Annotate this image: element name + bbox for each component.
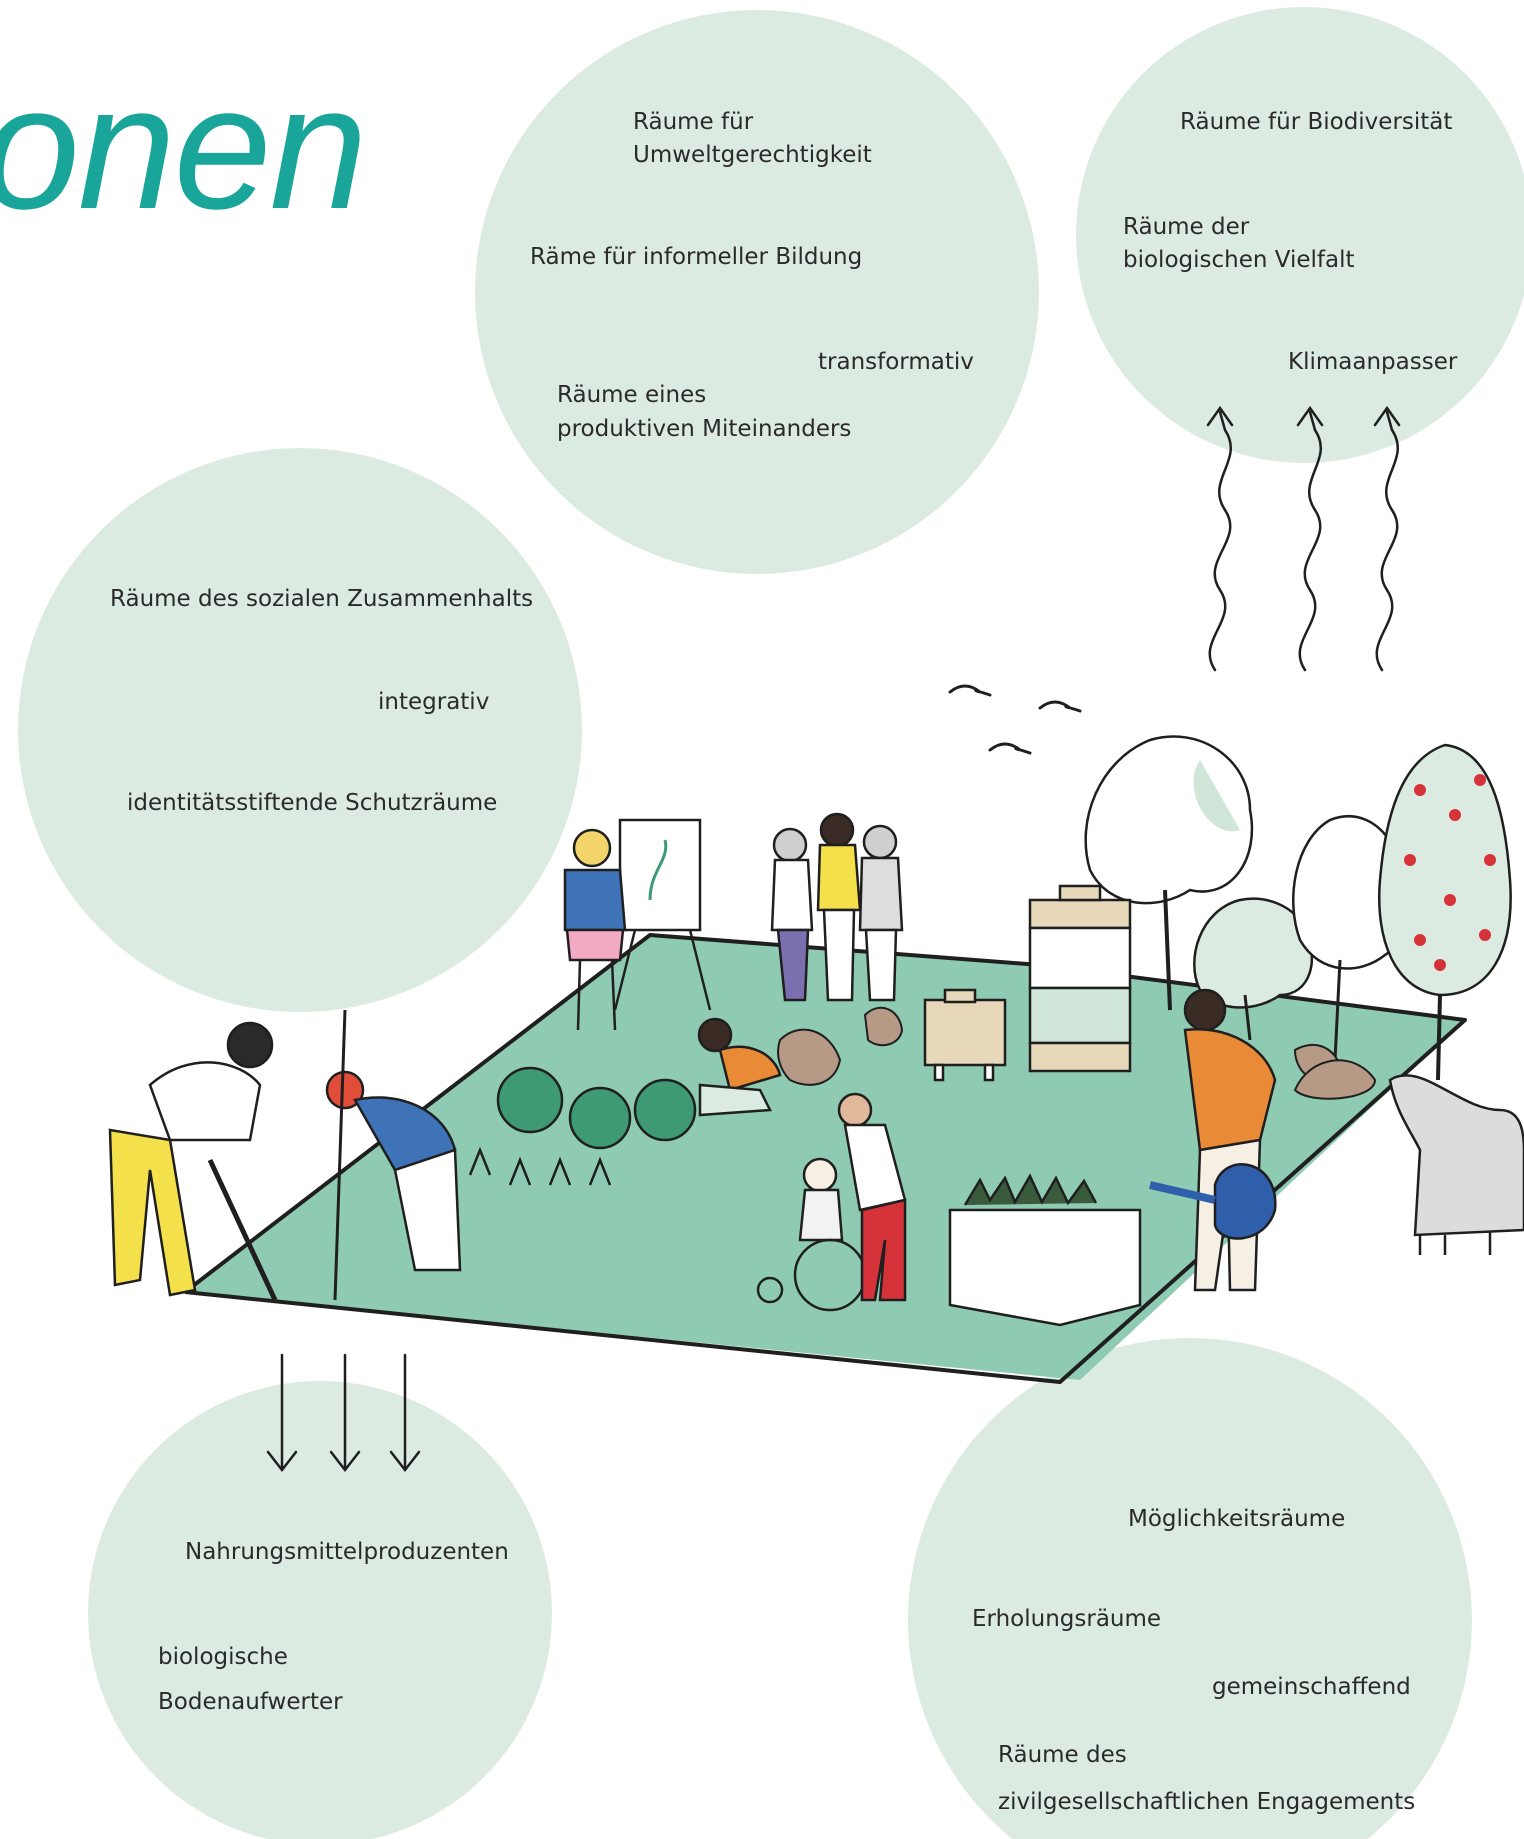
circle-moeglichkeitsraeume <box>908 1338 1472 1839</box>
mole-hill-icon <box>1293 1059 1377 1100</box>
label-vielfalt-line1: Räume der <box>1123 214 1250 240</box>
circle-biodiversitaet <box>1076 7 1524 463</box>
beehive-small-icon <box>923 988 1007 1082</box>
label-integrativ: integrativ <box>378 689 490 715</box>
label-transformativ: transformativ <box>818 349 974 375</box>
tree-left-icon <box>1084 735 1254 1011</box>
label-moeglichkeitsraeume: Möglichkeitsräume <box>1128 1506 1346 1532</box>
label-umwelt-line2: Umweltgerechtigkeit <box>633 142 872 168</box>
down-arrows-icon <box>266 1353 421 1473</box>
label-biodiversitaet: Räume für Biodiversität <box>1180 109 1453 135</box>
person-planting-icon <box>325 1009 462 1301</box>
label-erholungsraeume: Erholungsräume <box>972 1606 1162 1632</box>
person-standing-flipchart-icon <box>563 828 627 1031</box>
tree-right-icon <box>1292 815 1407 1061</box>
apple-tree-icon <box>1378 743 1512 1081</box>
label-informelle-bildung: Räme für informeller Bildung <box>530 244 863 270</box>
label-vielfalt-line2: biologischen Vielfalt <box>1123 247 1355 273</box>
beehive-tall-icon <box>1028 884 1132 1073</box>
person-watering-icon <box>1149 988 1277 1292</box>
label-sozialer-zusammenhalt: Räume des sozialen Zusammenhalts <box>110 586 534 612</box>
goat-icon <box>1388 1074 1524 1255</box>
label-zivil-line2: zivilgesellschaftlichen Engagements <box>998 1789 1416 1815</box>
group-people-icon <box>770 812 904 1002</box>
label-schutzraeume: identitätsstiftende Schutzräume <box>127 790 498 816</box>
garden-ground <box>185 935 1465 1380</box>
person-crouching-icon <box>697 1017 782 1117</box>
label-bodenaufwerter: Bodenaufwerter <box>158 1689 343 1715</box>
label-nahrungsmittelproduzenten: Nahrungsmittelproduzenten <box>185 1539 509 1565</box>
label-zivil-line1: Räume des <box>998 1742 1127 1768</box>
page-title: onen <box>0 50 368 246</box>
birds-icon <box>948 684 1082 755</box>
label-umwelt-line1: Räume für <box>633 109 754 135</box>
person-digging-icon <box>108 1021 278 1302</box>
person-pushing-wheelchair-icon <box>837 1092 907 1302</box>
raised-bed-icon <box>948 1173 1142 1327</box>
label-biologische: biologische <box>158 1644 288 1670</box>
wavy-up-arrows-icon <box>1206 405 1401 672</box>
label-gemeinschaffend: gemeinschaffend <box>1212 1674 1411 1700</box>
circle-sozialer-zusammenhalt <box>18 448 582 1012</box>
flipchart-icon <box>613 818 712 1011</box>
vegetable-bed-icon <box>468 1066 697 1186</box>
label-miteinander-line2: produktiven Miteinanders <box>557 416 852 442</box>
circle-umweltgerechtigkeit <box>475 10 1039 574</box>
label-klimaanpasser: Klimaanpasser <box>1288 349 1458 375</box>
circle-nahrungsmittel <box>88 1381 552 1839</box>
person-wheelchair-icon <box>756 1157 867 1312</box>
label-miteinander-line1: Räume eines <box>557 382 707 408</box>
